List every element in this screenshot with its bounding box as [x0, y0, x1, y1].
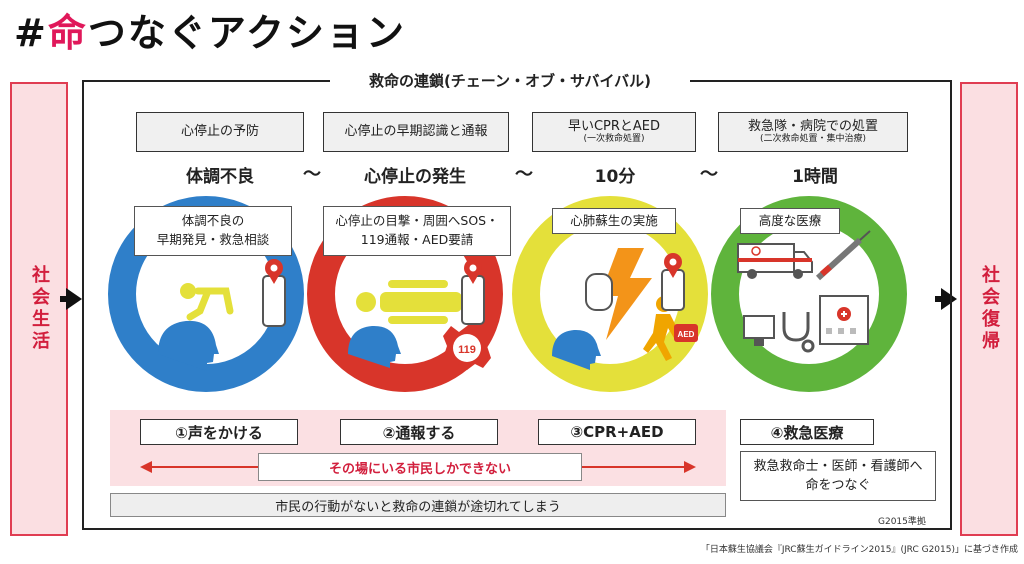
source-note: 「日本蘇生協議会『JRC蘇生ガイドライン2015』(JRC G2015)」に基づ…	[700, 545, 1018, 555]
fire-badge-icon: 119	[443, 326, 491, 370]
right-arrow-icon	[941, 288, 957, 310]
time-label-10min: 10分	[594, 167, 636, 187]
time-label-1hour: 1時間	[792, 167, 838, 187]
step-call-out: ①声をかける	[140, 419, 298, 445]
social-return-panel: 社会復帰	[960, 82, 1018, 536]
chain-title: 救命の連鎖(チェーン・オブ・サバイバル)	[330, 70, 690, 91]
citizens-only-band: その場にいる市民しかできない	[258, 453, 582, 481]
step-report: ②通報する	[340, 419, 498, 445]
head-silhouette-icon	[552, 329, 601, 370]
circle-label-advanced-care: 高度な医療	[740, 208, 840, 234]
stage-box-advanced-care: 救急隊・病院での処置 (二次救命処置・集中治療)	[718, 112, 908, 152]
left-arrow-shaft	[60, 296, 68, 302]
stage-box-early-recognition: 心停止の早期認識と通報	[323, 112, 509, 152]
ring-icons: 119 AED	[158, 230, 871, 371]
right-arrow-shaft	[935, 296, 943, 302]
social-life-panel: 社会生活	[10, 82, 68, 536]
location-phone-icon	[262, 259, 286, 327]
stage-box-prevention: 心停止の予防	[136, 112, 304, 152]
social-life-label: 社会生活	[29, 265, 50, 353]
lying-person-icon	[356, 280, 462, 324]
time-label-unwell: 体調不良	[186, 167, 254, 187]
monitor-icon	[743, 315, 775, 346]
circle-label-cpr: 心肺蘇生の実施	[552, 208, 676, 234]
circle-label-prevention: 体調不良の 早期発見・救急相談	[134, 206, 292, 256]
syringe-icon	[815, 230, 871, 281]
hospital-icon	[819, 295, 869, 345]
lightning-icon	[600, 248, 652, 340]
time-label-arrest: 心停止の発生	[364, 167, 466, 187]
head-silhouette-icon	[158, 320, 219, 371]
location-phone-icon	[661, 253, 685, 311]
warning-bar: 市民の行動がないと救命の連鎖が途切れてしまう	[110, 493, 726, 517]
location-phone-icon	[461, 259, 485, 325]
stop-hand-icon	[585, 273, 613, 311]
step-cpr-aed: ③CPR+AED	[538, 419, 696, 445]
stethoscope-icon	[782, 312, 815, 353]
left-arrow-icon	[66, 288, 82, 310]
guideline-tag: G2015準拠	[878, 517, 926, 527]
svg-text:AED: AED	[678, 330, 695, 339]
tilde-3: 〜	[700, 164, 718, 185]
tilde-1: 〜	[303, 164, 321, 185]
ambulance-icon	[737, 243, 813, 279]
crouching-person-icon	[180, 283, 234, 321]
step-emergency-care: ④救急医療	[740, 419, 874, 445]
circle-label-recognition: 心停止の目撃・周囲へSOS・ 119通報・AED要請	[323, 206, 511, 256]
medical-note: 救急救命士・医師・看護師へ 命をつなぐ	[740, 451, 936, 501]
social-return-label: 社会復帰	[979, 265, 1000, 353]
stage-box-early-cpr: 早いCPRとAED (一次救命処置)	[532, 112, 696, 152]
page-title: #命つなぐアクション	[14, 11, 406, 55]
svg-text:119: 119	[458, 344, 476, 356]
head-silhouette-icon	[348, 325, 401, 368]
tilde-2: 〜	[515, 164, 533, 185]
